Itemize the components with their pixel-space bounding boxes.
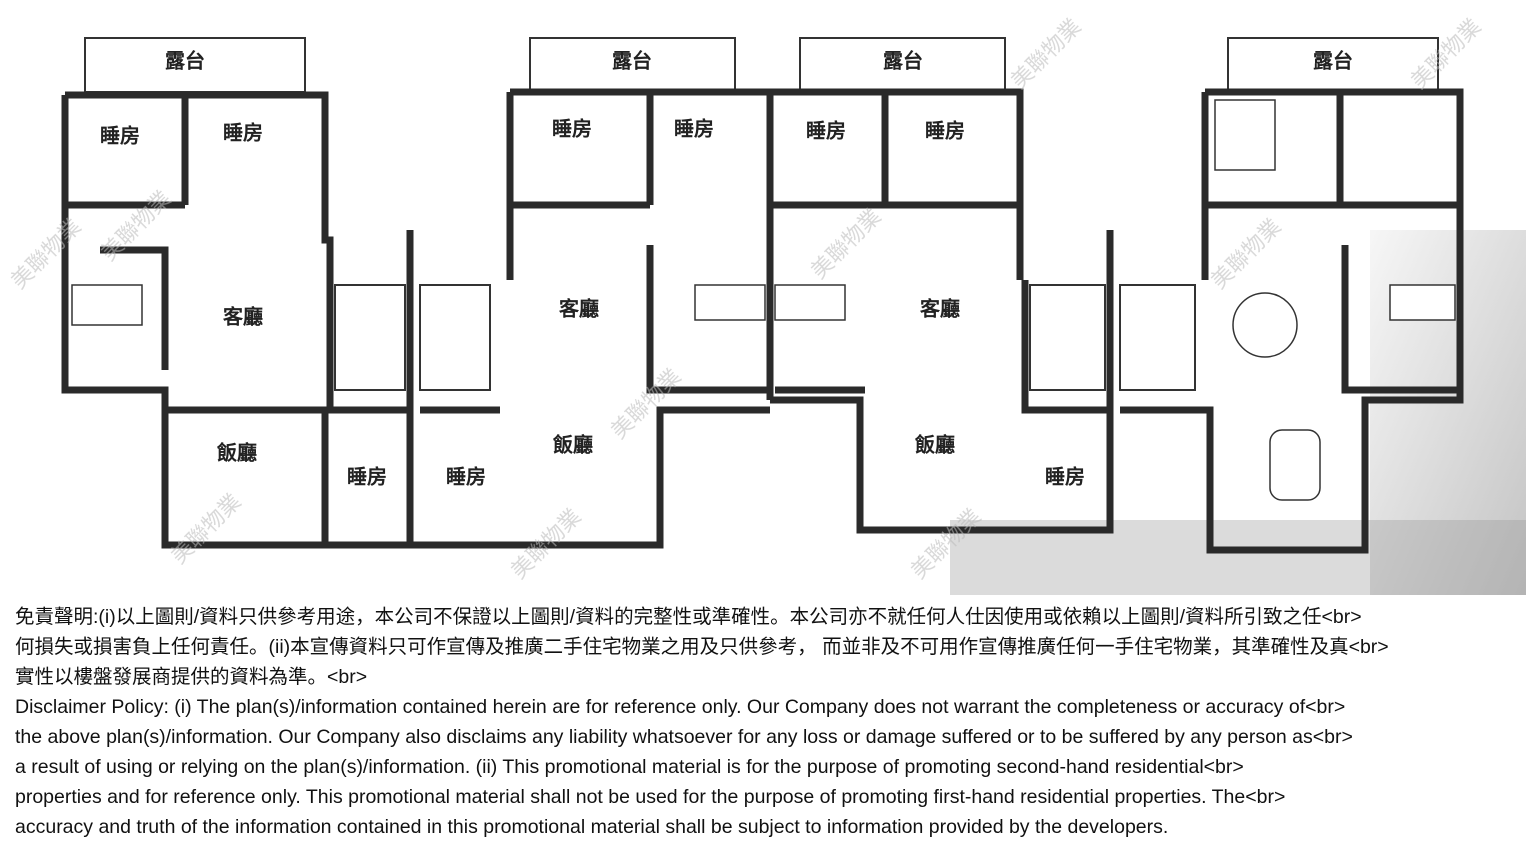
coffee-table bbox=[1269, 429, 1321, 501]
room-label-terrace: 露台 bbox=[1313, 49, 1353, 73]
disclaimer-line: the above plan(s)/information. Our Compa… bbox=[15, 726, 1353, 748]
bathtub bbox=[694, 284, 766, 321]
room-label-terrace: 露台 bbox=[165, 49, 205, 73]
floor-plan: 露台 露台 露台 露台 睡房 睡房 睡房 睡房 睡房 睡房 睡房 睡房 睡房 客… bbox=[7, 14, 1526, 595]
unit-walls bbox=[1120, 88, 1464, 554]
room-label-bedroom: 睡房 bbox=[223, 121, 263, 145]
disclaimer-line: Disclaimer Policy: (i) The plan(s)/infor… bbox=[15, 696, 1346, 718]
staircase bbox=[1119, 284, 1196, 391]
room-label-bedroom: 睡房 bbox=[552, 117, 592, 141]
room-label-dining: 飯廳 bbox=[914, 433, 955, 457]
watermark: 美聯物業 bbox=[807, 204, 887, 284]
bed bbox=[1214, 99, 1276, 171]
room-label-dining: 飯廳 bbox=[552, 433, 593, 457]
disclaimer-line: 何損失或損害負上任何責任。(ii)本宣傳資料只可作宣傳及推廣二手住宅物業之用及只… bbox=[15, 636, 1389, 658]
room-label-dining: 飯廳 bbox=[216, 441, 257, 465]
watermark: 美聯物業 bbox=[1007, 14, 1087, 94]
room-label-terrace: 露台 bbox=[612, 49, 652, 73]
watermark: 美聯物業 bbox=[1407, 14, 1487, 94]
disclaimer-line: 免責聲明:(i)以上圖則/資料只供參考用途，本公司不保證以上圖則/資料的完整性或… bbox=[15, 606, 1362, 628]
room-label-living: 客廳 bbox=[558, 297, 599, 321]
room-label-living: 客廳 bbox=[919, 297, 960, 321]
bathtub bbox=[71, 284, 143, 326]
room-label-bedroom: 睡房 bbox=[925, 119, 965, 143]
disclaimer-line: accuracy and truth of the information co… bbox=[15, 816, 1169, 838]
disclaimer-line: a result of using or relying on the plan… bbox=[15, 756, 1244, 778]
room-label-bedroom: 睡房 bbox=[347, 465, 387, 489]
staircase bbox=[334, 284, 406, 391]
unit-walls bbox=[61, 91, 414, 549]
disclaimer: 免責聲明:(i)以上圖則/資料只供參考用途，本公司不保證以上圖則/資料的完整性或… bbox=[15, 602, 1526, 842]
room-label-bedroom: 睡房 bbox=[674, 117, 714, 141]
watermark: 美聯物業 bbox=[167, 489, 247, 569]
unit-walls bbox=[770, 88, 1114, 534]
room-label-terrace: 露台 bbox=[883, 49, 923, 73]
watermark: 美聯物業 bbox=[7, 214, 87, 294]
staircase bbox=[1029, 284, 1106, 391]
room-label-bedroom: 睡房 bbox=[100, 124, 140, 148]
dining-table bbox=[1232, 292, 1298, 358]
room-label-living: 客廳 bbox=[222, 305, 263, 329]
bathtub bbox=[1389, 284, 1456, 321]
watermark: 美聯物業 bbox=[1207, 214, 1287, 294]
bathtub bbox=[774, 284, 846, 321]
room-label-bedroom: 睡房 bbox=[806, 119, 846, 143]
staircase bbox=[419, 284, 491, 391]
disclaimer-line: 實性以樓盤發展商提供的資料為準。<br> bbox=[15, 666, 368, 688]
disclaimer-line: properties and for reference only. This … bbox=[15, 786, 1286, 808]
room-label-bedroom: 睡房 bbox=[446, 465, 486, 489]
room-label-bedroom: 睡房 bbox=[1045, 465, 1085, 489]
